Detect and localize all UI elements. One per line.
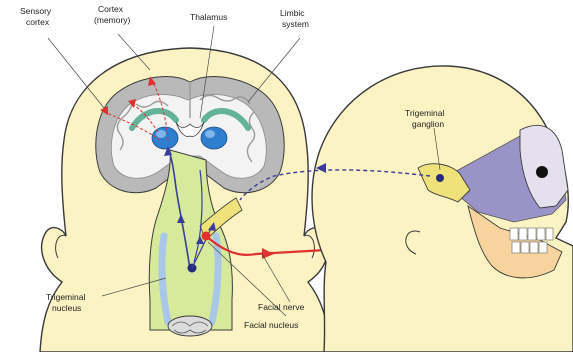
thalamus-right-highlight [205,130,215,138]
thalamus-label: Thalamus [190,12,227,22]
trigeminal-nucleus-label-2: nucleus [52,303,81,313]
cortex-memory-label: Cortex [98,4,124,14]
trigeminal-nucleus-label: Trigeminal [46,292,85,302]
facial-nerve-label: Facial nerve [258,302,305,312]
sensory-cortex-label-2: cortex [26,17,50,27]
trigeminal-ganglion-label: Trigeminal [405,108,444,118]
limbic-system-label: Limbic [280,8,305,18]
thalamus-right [201,127,227,149]
sensory-cortex-label: Sensory [20,6,52,16]
limbic-system-label-2: system [282,19,309,29]
trigeminal-ganglion-label-2: ganglion [412,119,444,129]
facial-nucleus-label: Facial nucleus [244,320,298,330]
thalamus-left [152,127,178,149]
cortex-memory-label-2: (memory) [94,15,131,25]
eye-icon [536,166,548,178]
trigeminal-ganglion-dot [436,174,444,182]
spinal-cord-section [168,316,212,336]
